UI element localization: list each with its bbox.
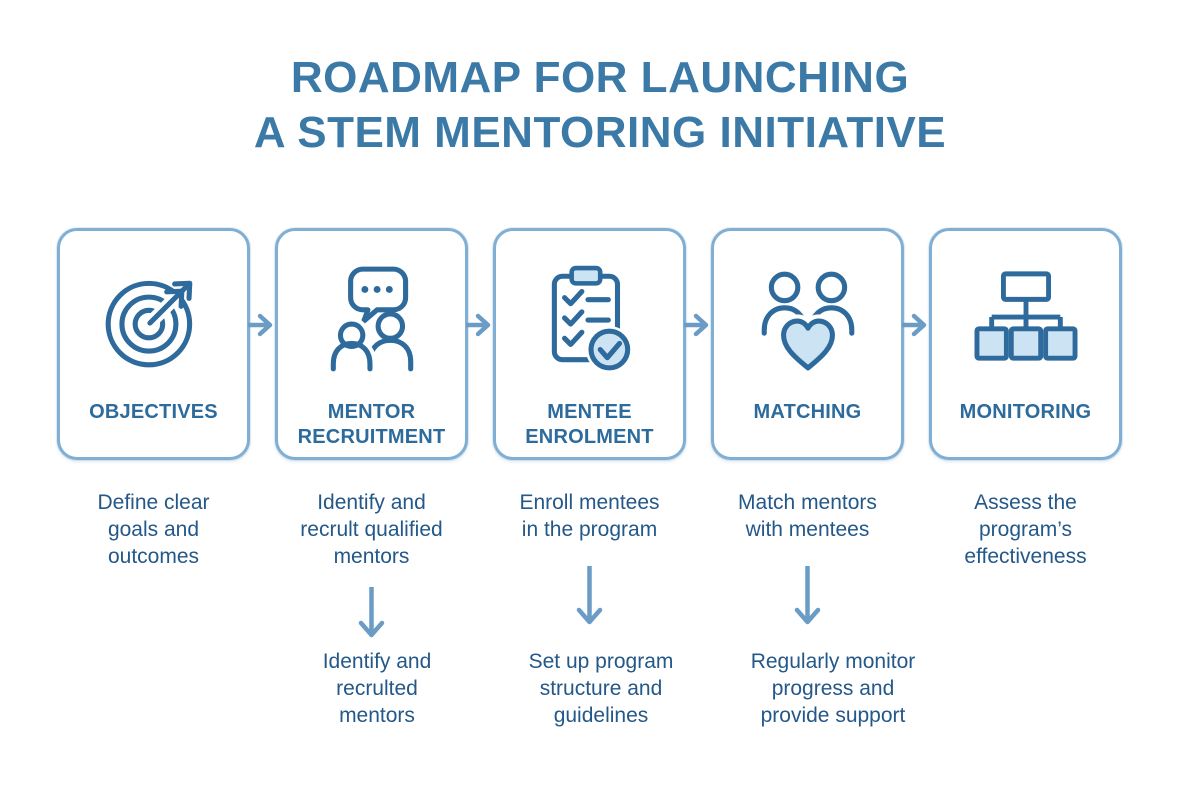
stage-label: OBJECTIVES: [89, 401, 218, 423]
arrow-down-icon: [575, 563, 604, 637]
stage-description: Match mentors with mentees: [738, 491, 877, 541]
stage-description: Define clear goals and outcomes: [97, 491, 210, 568]
stage-outcome: Set up program structure and guidelines: [528, 650, 674, 727]
stage-outcome: Regularly monitor progress and provide s…: [750, 650, 916, 727]
org-chart-icon: [969, 231, 1083, 400]
descriptions-row: Define clear goals and outcomes Identify…: [57, 489, 1122, 570]
speech-bubble-people-icon: [316, 231, 428, 400]
arrow-right-icon: [466, 228, 493, 460]
arrow-down-icon: [357, 584, 386, 650]
stage-description: Enroll mentees in the program: [519, 491, 660, 541]
stage-card-matching: MATCHING: [711, 228, 904, 460]
stage-description: Assess the program’s effectiveness: [964, 491, 1087, 568]
arrow-right-icon: [248, 228, 275, 460]
stage-card-objectives: OBJECTIVES: [57, 228, 250, 460]
stage-card-monitoring: MONITORING: [929, 228, 1122, 460]
arrow-down-icon: [793, 563, 822, 637]
stages-row: OBJECTIVES: [57, 228, 1122, 460]
stage-label: MENTOR RECRUITMENT: [297, 401, 446, 448]
stage-label: MONITORING: [959, 401, 1092, 423]
stage-outcome: Identify and recrulted mentors: [322, 650, 432, 727]
stage-label: MENTEE ENROLMENT: [525, 401, 654, 448]
page-title: ROADMAP FOR LAUNCHING A STEM MENTORING I…: [253, 53, 947, 157]
stage-card-mentee-enrolment: MENTEE ENROLMENT: [493, 228, 686, 460]
checklist-clipboard-icon: [534, 231, 646, 400]
people-heart-icon: [752, 231, 864, 400]
stage-card-mentor-recruitment: MENTOR RECRUITMENT: [275, 228, 468, 460]
stage-description: Identify and recrult qualified mentors: [300, 491, 443, 568]
arrow-right-icon: [684, 228, 711, 460]
target-arrow-icon: [98, 231, 210, 400]
stage-label: MATCHING: [753, 401, 862, 423]
arrow-right-icon: [902, 228, 929, 460]
